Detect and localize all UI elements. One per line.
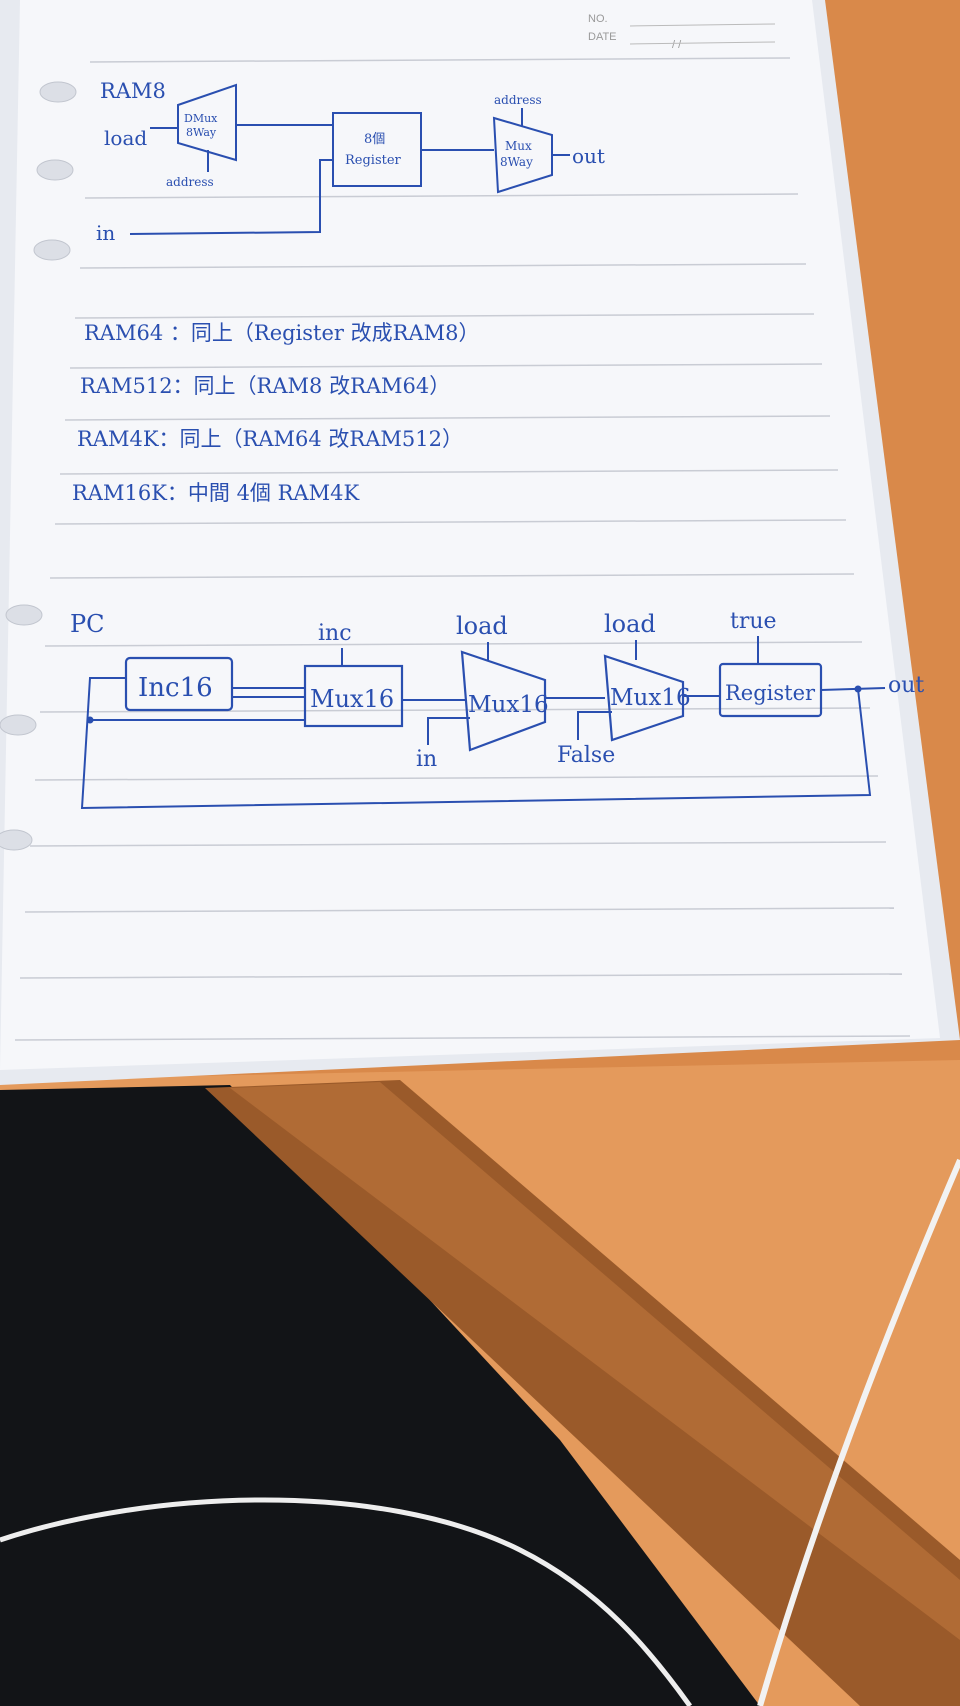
ruled-line xyxy=(19,973,903,979)
note-ram4k: RAM4K：同上（RAM64 改RAM512） xyxy=(77,427,463,451)
mux16-1-control: inc xyxy=(318,621,352,646)
binder-hole xyxy=(0,829,33,851)
ram8-diagram: RAM8 load in out DMux 8Way address 8個 Re… xyxy=(96,79,605,245)
ruled-line xyxy=(59,469,839,475)
pc-diagram: PC Inc16 Mux16 inc Mux16 load in Mux16 l… xyxy=(70,609,924,810)
mux8way-label-1: Mux xyxy=(505,139,532,153)
inc16-block xyxy=(124,656,234,712)
mux16-3-label: Mux16 xyxy=(610,685,691,711)
binder-hole xyxy=(33,239,71,261)
ram8-out-label: out xyxy=(572,144,605,168)
mux8way-block xyxy=(492,116,553,194)
ram8-load-label: load xyxy=(104,126,147,150)
pc-register-control: true xyxy=(730,609,777,634)
ruled-line xyxy=(14,1035,911,1041)
ram8-register-label-1: 8個 xyxy=(364,132,385,147)
ram8-register-label-2: Register xyxy=(345,153,402,168)
ruled-line xyxy=(89,57,791,63)
inc16-label: Inc16 xyxy=(138,673,213,703)
false-wire xyxy=(577,711,612,740)
in-wire xyxy=(427,717,470,745)
binder-hole xyxy=(36,159,74,181)
dmux8way-block xyxy=(177,83,237,162)
feedback-junction-dot xyxy=(86,716,94,724)
ruled-line xyxy=(84,193,799,199)
dark-floor xyxy=(0,1085,760,1706)
mux8way-address: address xyxy=(494,93,542,107)
ruled-line xyxy=(49,573,855,579)
ruled-line xyxy=(44,641,863,647)
note-ram16k: RAM16K：中間 4個 RAM4K xyxy=(72,481,359,505)
cable-right xyxy=(757,1158,960,1706)
ruled-line xyxy=(29,841,887,847)
note-ram64: RAM64 ：同上（Register 改成RAM8） xyxy=(84,321,479,345)
date-line xyxy=(629,41,776,45)
page-header: NO. DATE / / xyxy=(588,13,776,51)
dmux8way-address: address xyxy=(166,175,214,189)
ruled-line xyxy=(34,775,879,781)
mux16-2-label: Mux16 xyxy=(468,692,549,718)
note-ram512: RAM512：同上（RAM8 改RAM64） xyxy=(80,374,450,398)
ruled-line xyxy=(69,363,823,369)
handwriting: RAM8 load in out DMux 8Way address 8個 Re… xyxy=(70,79,924,810)
date-label: DATE xyxy=(588,31,617,43)
binder-holes xyxy=(0,81,77,851)
pc-title: PC xyxy=(70,610,105,638)
mux16-2-control: load xyxy=(456,612,508,640)
feedback-loop-wire xyxy=(80,677,872,810)
ram8-title: RAM8 xyxy=(100,79,166,103)
ruled-line xyxy=(54,519,847,525)
ruled-lines xyxy=(14,57,911,1041)
pc-register-label: Register xyxy=(725,681,816,705)
cable-bottom xyxy=(0,1497,693,1706)
desk-edge xyxy=(205,1080,960,1706)
no-label: NO. xyxy=(588,13,608,25)
binder-hole xyxy=(39,81,77,103)
ram8-in-label: in xyxy=(96,221,115,245)
ruled-line xyxy=(74,313,815,319)
binder-hole xyxy=(0,714,37,736)
ruled-line xyxy=(24,907,895,913)
in-to-register-wire xyxy=(129,159,333,235)
dmux8way-label-1: DMux xyxy=(184,112,218,125)
ruled-line xyxy=(64,415,831,421)
ram-notes: RAM64 ：同上（Register 改成RAM8） RAM512：同上（RAM… xyxy=(72,321,479,505)
register-out-wire xyxy=(820,687,886,691)
pc-out-label: out xyxy=(888,673,924,698)
no-line xyxy=(629,23,776,27)
date-value: / / xyxy=(672,39,682,51)
dmux8way-label-2: 8Way xyxy=(186,126,217,139)
mux16-2-in: in xyxy=(416,747,437,772)
mux16-3-control: load xyxy=(604,610,656,638)
desk-edge-highlight xyxy=(230,1082,960,1640)
ruled-line xyxy=(79,263,807,269)
binder-hole xyxy=(5,604,43,626)
ruled-line xyxy=(39,707,871,713)
mux16-3-in: False xyxy=(557,743,615,768)
mux16-1-label: Mux16 xyxy=(310,685,394,713)
mux8way-label-2: 8Way xyxy=(500,155,533,169)
